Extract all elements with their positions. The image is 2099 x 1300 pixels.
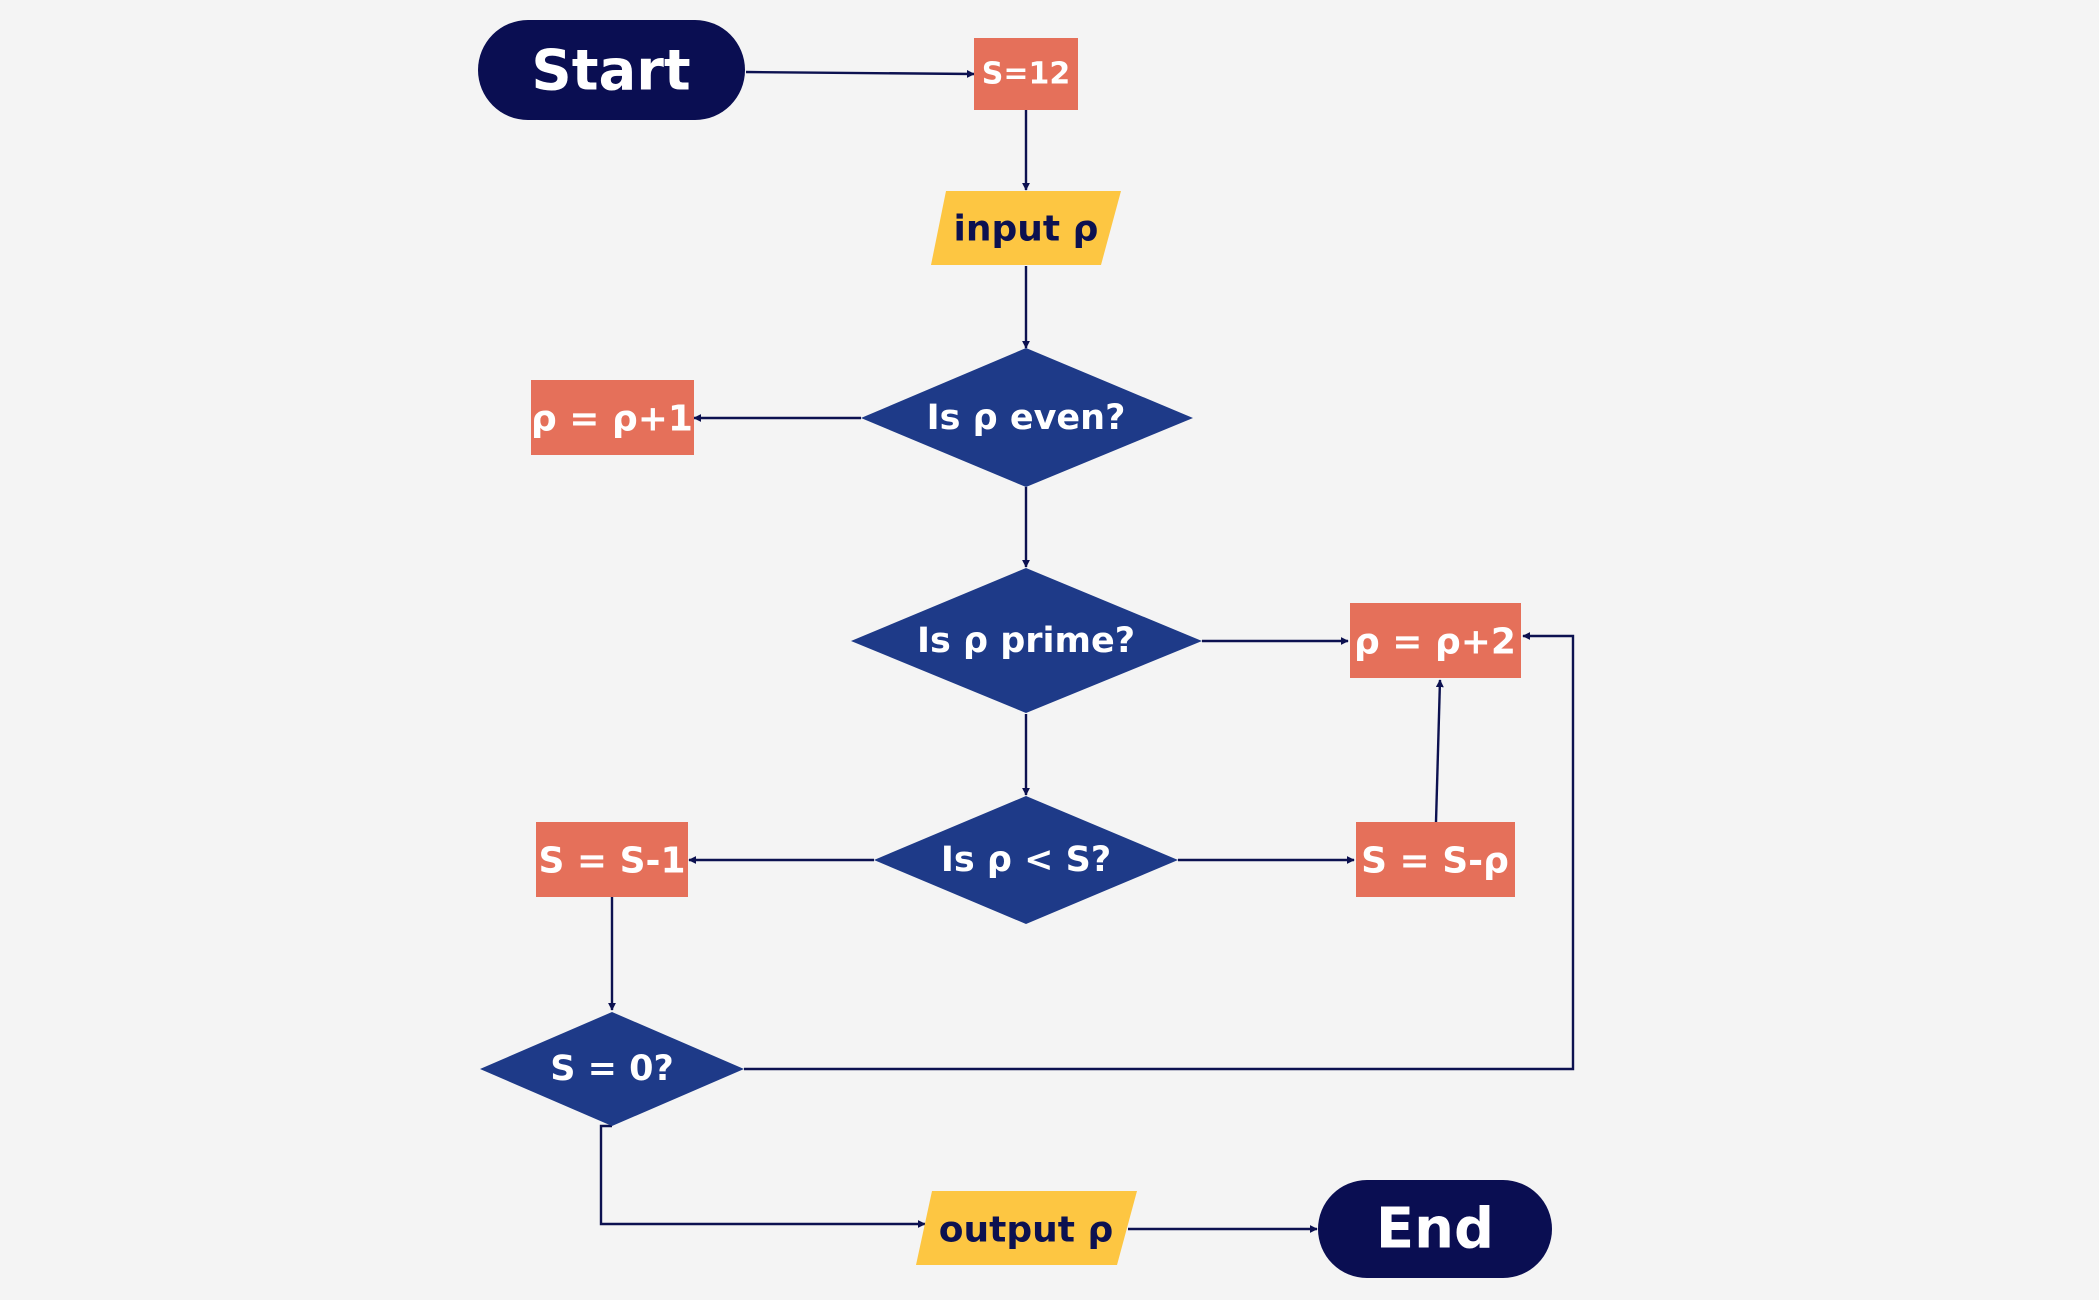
edge-is-zero-to-output (599, 1124, 926, 1228)
is-prime-label: Is ρ prime? (917, 621, 1135, 661)
less-than-label: Is ρ < S? (941, 840, 1111, 880)
node-input: input ρ (931, 191, 1121, 265)
is-zero-decision-shape (480, 1012, 744, 1126)
less-than-decision-shape (874, 796, 1178, 924)
node-is-even: Is ρ even? (861, 348, 1193, 487)
inc-two-process-shape (1350, 603, 1521, 678)
inc-two-label: ρ = ρ+2 (1354, 622, 1516, 663)
node-is-zero: S = 0? (480, 1012, 744, 1126)
node-s-init: S=12 (974, 38, 1078, 110)
end-terminal-shape (1318, 1180, 1552, 1278)
node-less-than: Is ρ < S? (874, 796, 1178, 924)
dec-one-label: S = S-1 (538, 841, 685, 882)
node-is-prime: Is ρ prime? (851, 568, 1202, 713)
edges (599, 69, 1575, 1233)
is-even-decision-shape (861, 348, 1193, 487)
end-label: End (1376, 1197, 1494, 1262)
is-even-label: Is ρ even? (927, 398, 1126, 438)
is-prime-decision-shape (851, 568, 1202, 713)
node-inc-one: ρ = ρ+1 (531, 380, 694, 455)
input-io-shape (931, 191, 1121, 265)
inc-one-process-shape (531, 380, 694, 455)
start-terminal-shape (478, 20, 745, 120)
s-init-label: S=12 (982, 57, 1071, 92)
node-end: End (1318, 1180, 1552, 1278)
node-dec-one: S = S-1 (536, 822, 688, 897)
node-sub-p: S = S-ρ (1356, 822, 1515, 897)
output-label: output ρ (939, 1210, 1113, 1251)
node-inc-two: ρ = ρ+2 (1350, 603, 1521, 678)
node-output: output ρ (916, 1191, 1137, 1265)
s-init-process-shape (974, 38, 1078, 110)
is-zero-label: S = 0? (550, 1049, 674, 1089)
dec-one-process-shape (536, 822, 688, 897)
sub-p-label: S = S-ρ (1361, 841, 1509, 882)
output-io-shape (916, 1191, 1137, 1265)
start-label: Start (531, 39, 690, 104)
edge-is-zero-loop-to-inc-two (744, 632, 1575, 1071)
edge-sub-p-to-inc-two (1434, 679, 1444, 823)
node-start: Start (478, 20, 745, 120)
input-label: input ρ (954, 209, 1099, 250)
edge-start-to-s-init (745, 69, 975, 78)
sub-p-process-shape (1356, 822, 1515, 897)
inc-one-label: ρ = ρ+1 (531, 399, 693, 440)
